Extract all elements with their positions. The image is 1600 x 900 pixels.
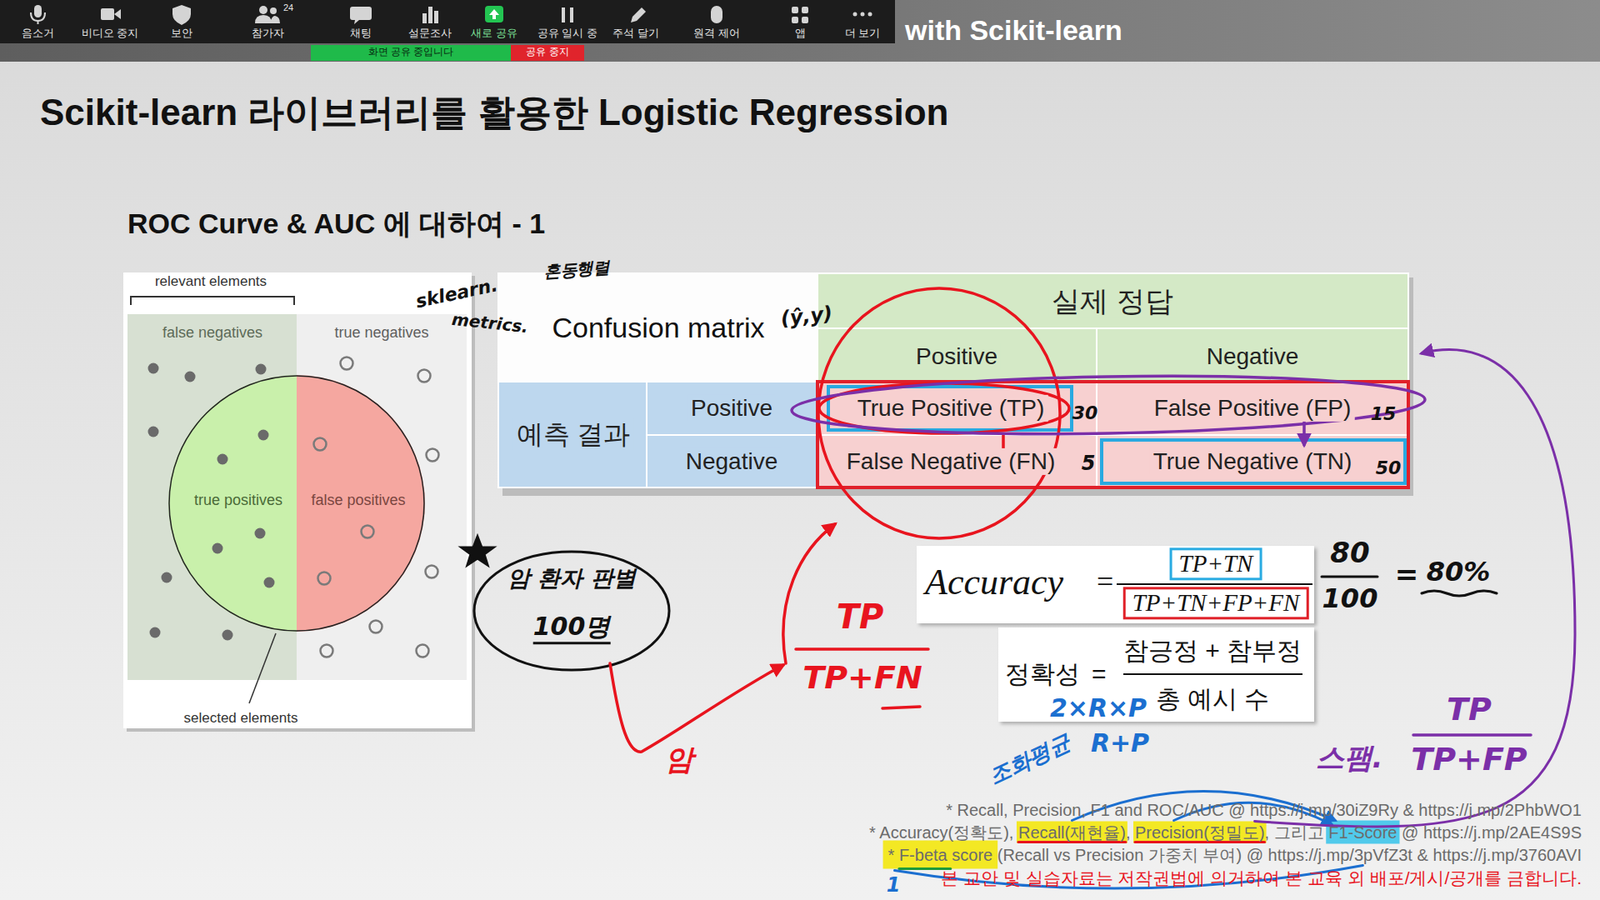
panel-shadow bbox=[126, 275, 475, 732]
table-cell: Negative bbox=[682, 448, 782, 475]
copyright-notice: 본 교안 및 실습자료는 저작권법에 의거하여 본 교육 외 배포/게시/공개를… bbox=[940, 868, 1582, 889]
subtitle: ROC Curve & AUC 에 대하여 - 1 bbox=[127, 207, 545, 240]
formula-box: 정확성 = 참긍정 + 참부정총 예시 수 bbox=[998, 627, 1315, 722]
region-label: true negatives bbox=[334, 324, 429, 342]
irrelevant-dots bbox=[314, 357, 440, 658]
handwritten-number: 80% bbox=[1426, 556, 1491, 588]
handwritten-number: 100 bbox=[1322, 583, 1379, 615]
formula-sign: = bbox=[1091, 660, 1107, 690]
leader-label: selected elements bbox=[183, 710, 298, 727]
handwritten-note: 조화평균 bbox=[985, 730, 1075, 790]
table-cell: Positive bbox=[687, 395, 776, 422]
purple-annotation bbox=[790, 370, 1531, 735]
table-cell: False Positive (FP) bbox=[1150, 395, 1355, 422]
handwritten-number: 1 bbox=[886, 874, 901, 898]
slide-title: Scikit-learn 라이브러리를 활용한 Logistic Regress… bbox=[40, 91, 949, 135]
tn-outline bbox=[1101, 440, 1405, 484]
formula-term: 정확성 bbox=[1005, 660, 1080, 690]
relevant-bracket bbox=[130, 296, 295, 305]
relevant-dots bbox=[148, 363, 275, 641]
ellipse-body: 100명 bbox=[533, 612, 611, 645]
toolbar-label: 음소거 bbox=[21, 27, 55, 40]
stop-share-button bbox=[510, 45, 585, 61]
table-cell: True Positive (TP) bbox=[854, 395, 1049, 422]
toolbar-label: 채팅 bbox=[350, 27, 372, 40]
region-label: false positives bbox=[310, 491, 405, 510]
toolbar-label: 더 보기 bbox=[845, 27, 881, 40]
callout-number: 15 bbox=[1370, 403, 1397, 425]
region-label: false negatives bbox=[162, 324, 263, 342]
toolbar-label: 공유 일시 중 bbox=[537, 27, 598, 40]
formula-denominator: TP+TN+FP+FN bbox=[1123, 586, 1310, 620]
toolbar-label: 보안 bbox=[170, 27, 193, 40]
formula-box: Accuracy = TP+TN TP+TN+FP+FN bbox=[916, 545, 1315, 624]
leader-line bbox=[249, 633, 276, 704]
toolbar-label: 참가자 bbox=[251, 27, 285, 40]
callout-number: 50 bbox=[1375, 457, 1402, 479]
formula-numerator: 참긍정 + 참부정 bbox=[1123, 636, 1302, 666]
tp-outline bbox=[828, 386, 1072, 430]
zoom-toolbar bbox=[0, 0, 895, 44]
red-annotation bbox=[610, 288, 1070, 752]
ellipse-heading: 암 환자 판별 bbox=[507, 565, 636, 591]
handwritten-number: = bbox=[1395, 558, 1420, 591]
handwritten-formula: TP+FN bbox=[802, 660, 922, 697]
share-status: 화면 공유 중입니다 bbox=[368, 46, 455, 59]
footnote: * Recall, Precision, F1 and ROC/AUC @ ht… bbox=[945, 800, 1582, 820]
toolbar-label: 주석 달기 bbox=[612, 27, 660, 40]
handwritten-number: 80 bbox=[1330, 536, 1370, 570]
handwritten-formula: TP+FP bbox=[1410, 741, 1527, 779]
callout-number: 30 bbox=[1072, 402, 1099, 424]
formula-sign: = bbox=[1096, 565, 1114, 600]
bracket-label: relevant elements bbox=[155, 273, 267, 290]
footnote: * F-beta score (Recall vs Precision 가중치 … bbox=[888, 845, 1582, 865]
formula-numerator: TP+TN bbox=[1170, 547, 1263, 580]
table-cell: 실제 정답 bbox=[1048, 285, 1176, 318]
handwritten-note: 혼동행렬 bbox=[542, 258, 610, 283]
handwritten-note: 스팸. bbox=[1315, 741, 1384, 775]
footnote: * Accuracy(정확도), Recall(재현율), Precision(… bbox=[869, 823, 1582, 843]
table-cell: False Negative (FN) bbox=[843, 448, 1060, 475]
handwritten-formula: TP bbox=[836, 597, 885, 636]
handwritten-formula: 2×R×P bbox=[1050, 694, 1147, 724]
toolbar-label: 새로 공유 bbox=[470, 27, 518, 40]
table-cell: Positive bbox=[912, 343, 1001, 370]
confusion-table bbox=[498, 273, 1409, 488]
handwritten-formula: R+P bbox=[1090, 729, 1150, 759]
illustration-panel bbox=[123, 272, 472, 729]
participant-count: 24 bbox=[283, 2, 294, 14]
formula-term: Accuracy bbox=[925, 561, 1064, 605]
region-label: true positives bbox=[194, 491, 283, 510]
handwritten-note: sklearn. bbox=[414, 274, 500, 313]
example-ellipse: 암 환자 판별 100명 bbox=[472, 550, 671, 672]
stop-share: 공유 중지 bbox=[525, 46, 569, 59]
toolbar-icons bbox=[30, 5, 873, 25]
share-status-bar bbox=[310, 45, 511, 61]
table-cell: 예측 결과 bbox=[513, 419, 635, 450]
formula-denominator: 총 예시 수 bbox=[1155, 685, 1270, 715]
table-cell: True Negative (TN) bbox=[1150, 448, 1356, 475]
toolbar-label: 앱 bbox=[795, 27, 806, 40]
header-strip bbox=[0, 0, 1600, 62]
table-cell: Confusion matrix bbox=[548, 311, 768, 345]
toolbar-label: 원격 제어 bbox=[693, 27, 740, 40]
selected-circle: true positives false positives bbox=[168, 375, 425, 632]
table-cell: Negative bbox=[1203, 343, 1303, 370]
handwritten-note: metrics. bbox=[450, 310, 530, 337]
handwritten-note: (ŷ,y) bbox=[780, 302, 835, 331]
handwritten-note: 암 bbox=[665, 743, 694, 776]
handwritten-formula: TP bbox=[1446, 691, 1492, 729]
callout-number: 5 bbox=[1081, 452, 1096, 476]
toolbar-label: 비디오 중지 bbox=[81, 27, 140, 40]
toolbar-label: 설문조사 bbox=[408, 27, 452, 40]
header-text: with Scikit-learn bbox=[905, 14, 1123, 47]
